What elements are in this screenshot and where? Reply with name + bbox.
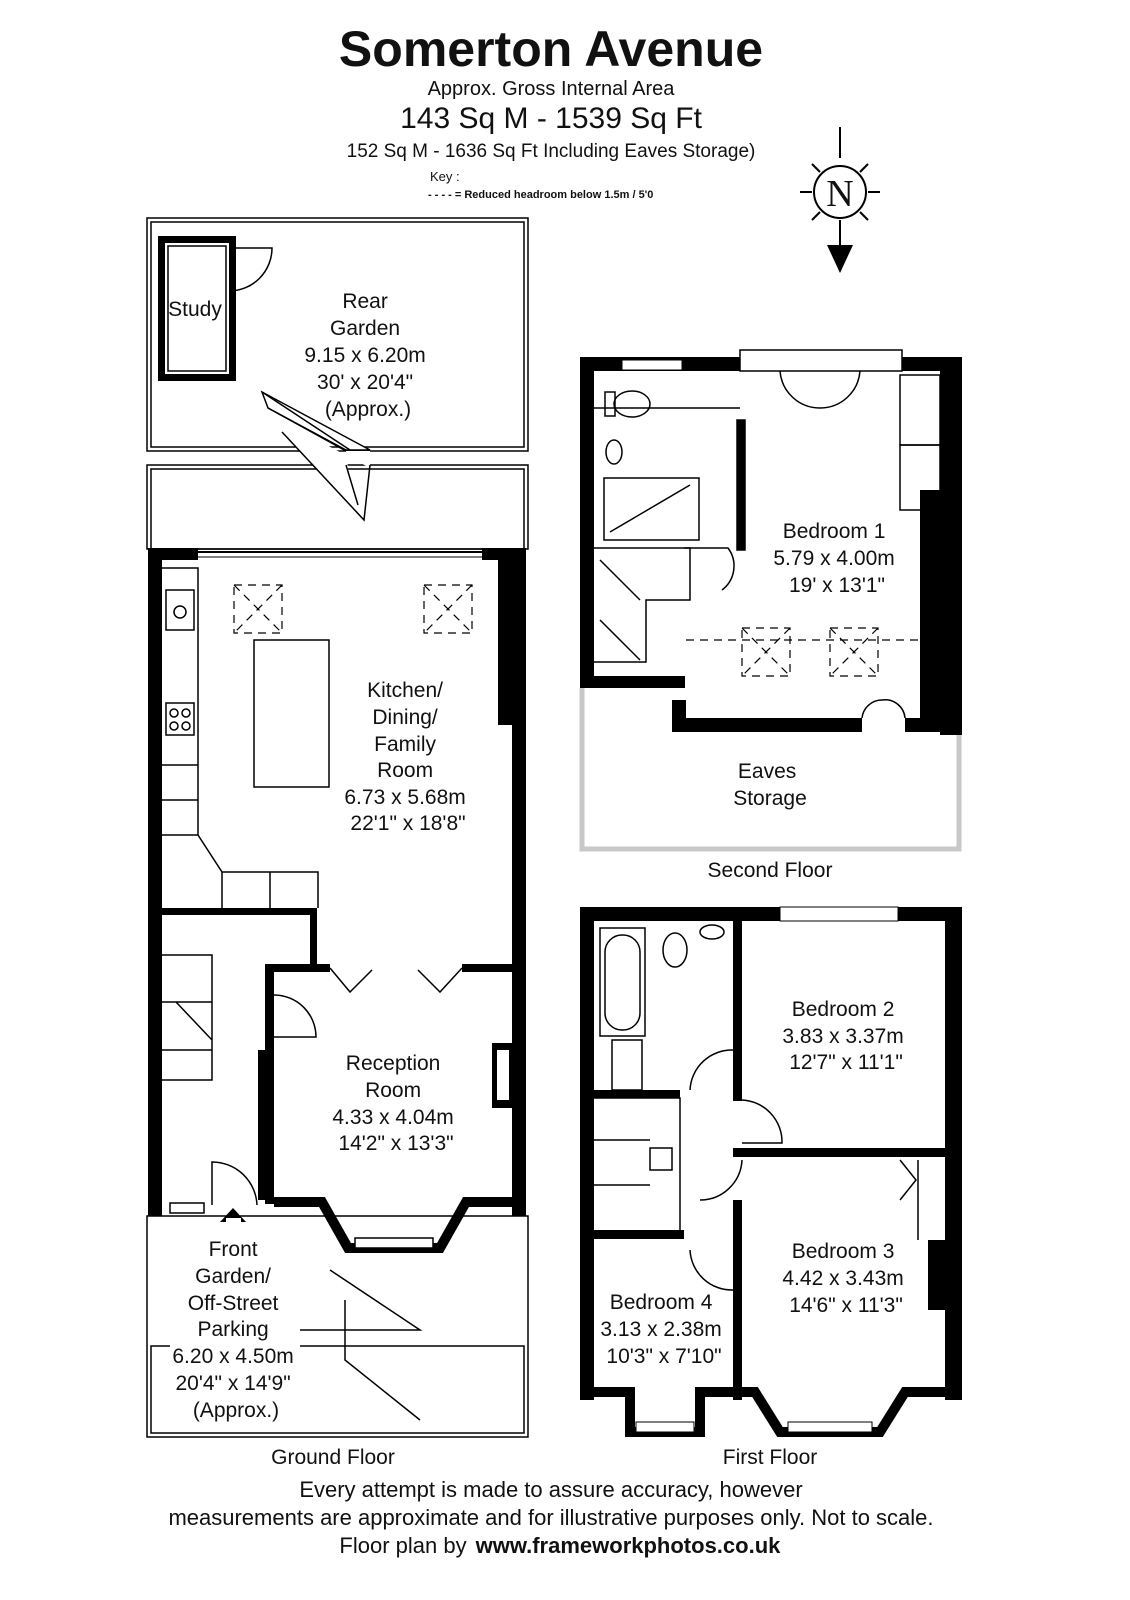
disclaimer-line1: Every attempt is made to assure accuracy…	[299, 1477, 802, 1502]
disclaimer-line2: measurements are approximate and for ill…	[168, 1505, 933, 1530]
key-item: - - - - = Reduced headroom below 1.5m / …	[428, 189, 653, 201]
plan-title: Somerton Avenue	[339, 21, 763, 77]
bedroom2-label: Bedroom 2 3.83 x 3.37m 12'7" x 11'1"	[782, 998, 909, 1074]
ground-floor-label: Ground Floor	[271, 1446, 395, 1469]
first-floor-plan: Bedroom 2 3.83 x 3.37m 12'7" x 11'1" Bed…	[580, 906, 962, 1437]
kitchen-label: Kitchen/ Dining/ Family Room 6.73 x 5.68…	[344, 679, 471, 835]
second-floor-label: Second Floor	[708, 859, 833, 882]
front-garden-label: Front Garden/ Off-Street Parking 6.20 x …	[172, 1238, 299, 1422]
credit-website[interactable]: www.frameworkphotos.co.uk	[475, 1533, 782, 1558]
credit-prefix: Floor plan by	[339, 1533, 466, 1558]
area-including-eaves: 152 Sq M - 1636 Sq Ft Including Eaves St…	[347, 141, 756, 162]
first-floor-label: First Floor	[723, 1446, 818, 1469]
second-floor-plan: Bedroom 1 5.79 x 4.00m 19' x 13'1" Eaves…	[579, 349, 962, 852]
area-main: 143 Sq M - 1539 Sq Ft	[400, 102, 702, 135]
study-label: Study	[168, 298, 222, 321]
reception-label: Reception Room 4.33 x 4.04m 14'2" x 13'3…	[332, 1052, 459, 1155]
ground-floor-plan: Study Rear Garden 9.15 x 6.20m 30' x 20'…	[146, 217, 529, 1438]
compass-icon: N	[800, 127, 880, 273]
bedroom4-label: Bedroom 4 3.13 x 2.38m 10'3" x 7'10"	[600, 1291, 727, 1368]
key-label: Key :	[430, 169, 460, 184]
bedroom3-label: Bedroom 3 4.42 x 3.43m 14'6" x 11'3"	[782, 1240, 909, 1317]
rear-garden-label: Rear Garden 9.15 x 6.20m 30' x 20'4" (Ap…	[304, 290, 431, 421]
eaves-label: Eaves Storage	[733, 760, 807, 810]
compass-letter: N	[826, 173, 853, 215]
area-subtitle: Approx. Gross Internal Area	[428, 78, 676, 100]
bedroom1-label: Bedroom 1 5.79 x 4.00m 19' x 13'1"	[773, 520, 900, 597]
